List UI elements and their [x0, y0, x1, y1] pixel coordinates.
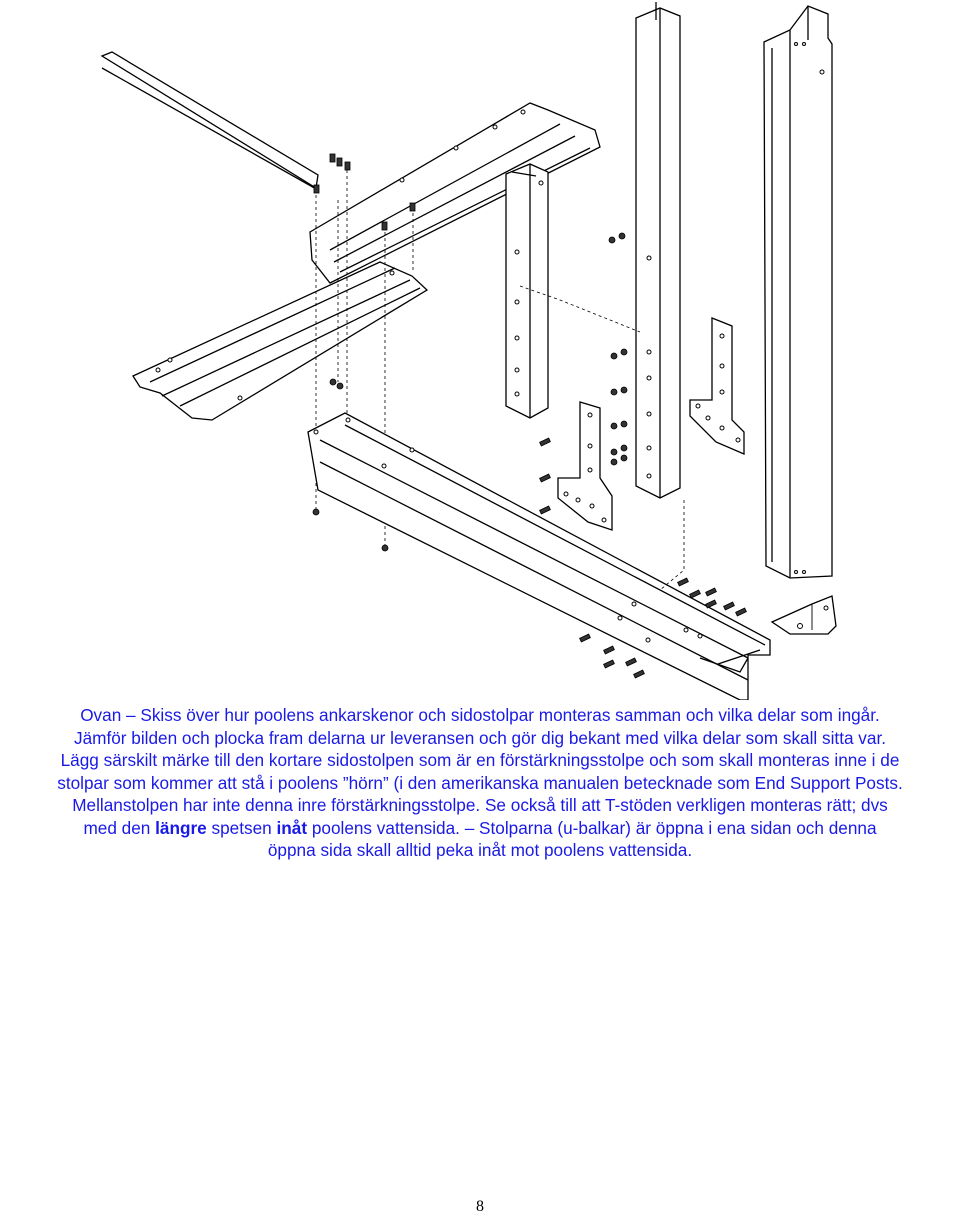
caption-line-4: stolpar som kommer att stå i poolens ”hö…: [57, 772, 903, 793]
assembly-drawing: [100, 2, 837, 700]
caption-emphasis-inward: inåt: [276, 817, 308, 838]
bottom-plate: [770, 595, 837, 635]
caption-emphasis-longer: längre: [155, 817, 207, 838]
caption-line-5: Mellanstolpen har inte denna inre förstä…: [72, 795, 888, 815]
caption-line-6-part-a: med den: [83, 817, 156, 838]
reinforcement-post: [505, 163, 549, 419]
side-post-rounded: [763, 5, 833, 579]
t-support-right: [689, 317, 745, 455]
caption-line-6-part-e: poolens vattensida. – Stolparna (u-balka…: [307, 817, 877, 838]
caption-line-6: med den längre spetsen inåt poolens vatt…: [0, 817, 960, 840]
rail-bolts: [312, 153, 416, 552]
caption-text: Ovan – Skiss över hur poolens ankarskeno…: [0, 704, 960, 862]
page-number: 8: [476, 1198, 484, 1215]
anchor-rail-middle: [132, 261, 429, 421]
caption-line-6-part-c: spetsen: [206, 817, 277, 838]
side-post-tall: [519, 2, 685, 591]
caption-line-3: Lägg särskilt märke till den kortare sid…: [60, 750, 900, 770]
caption-line-1: Ovan – Skiss över hur poolens ankarskeno…: [80, 705, 880, 725]
caption-line-7: öppna sida skall alltid peka inåt mot po…: [267, 840, 693, 860]
post-bolts: [539, 232, 747, 679]
t-support-left: [557, 401, 613, 531]
caption-line-2: Jämför bilden och plocka fram delarna ur…: [73, 727, 887, 748]
anchor-rail-upper: [100, 51, 601, 284]
anchor-channel-lower: [307, 412, 771, 700]
